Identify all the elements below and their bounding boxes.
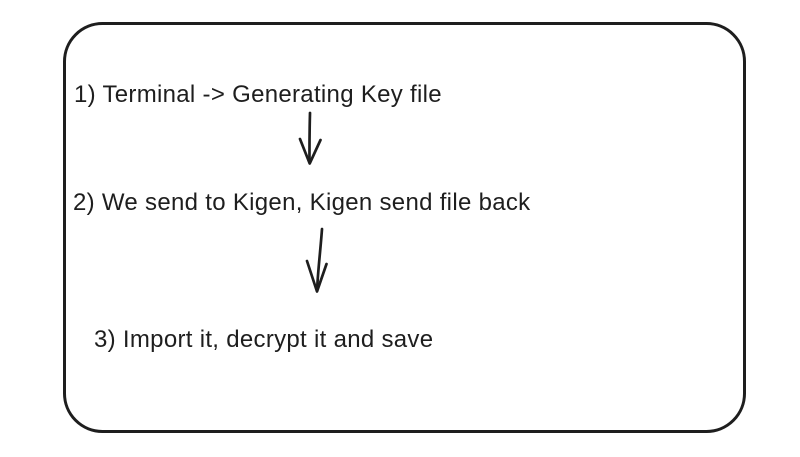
arrow-2-head (305, 259, 328, 293)
step-1-text: 1) Terminal -> Generating Key file (74, 81, 442, 108)
step-3-text: 3) Import it, decrypt it and save (94, 326, 434, 353)
arrow-1-shaft (308, 111, 312, 162)
arrow-down-1-icon (298, 111, 322, 165)
rounded-rectangle-border (63, 22, 746, 433)
arrow-1-head (298, 137, 322, 165)
arrow-2-shaft (315, 227, 324, 290)
step-2-text: 2) We send to Kigen, Kigen send file bac… (73, 189, 531, 216)
arrow-down-2-icon (305, 227, 328, 293)
